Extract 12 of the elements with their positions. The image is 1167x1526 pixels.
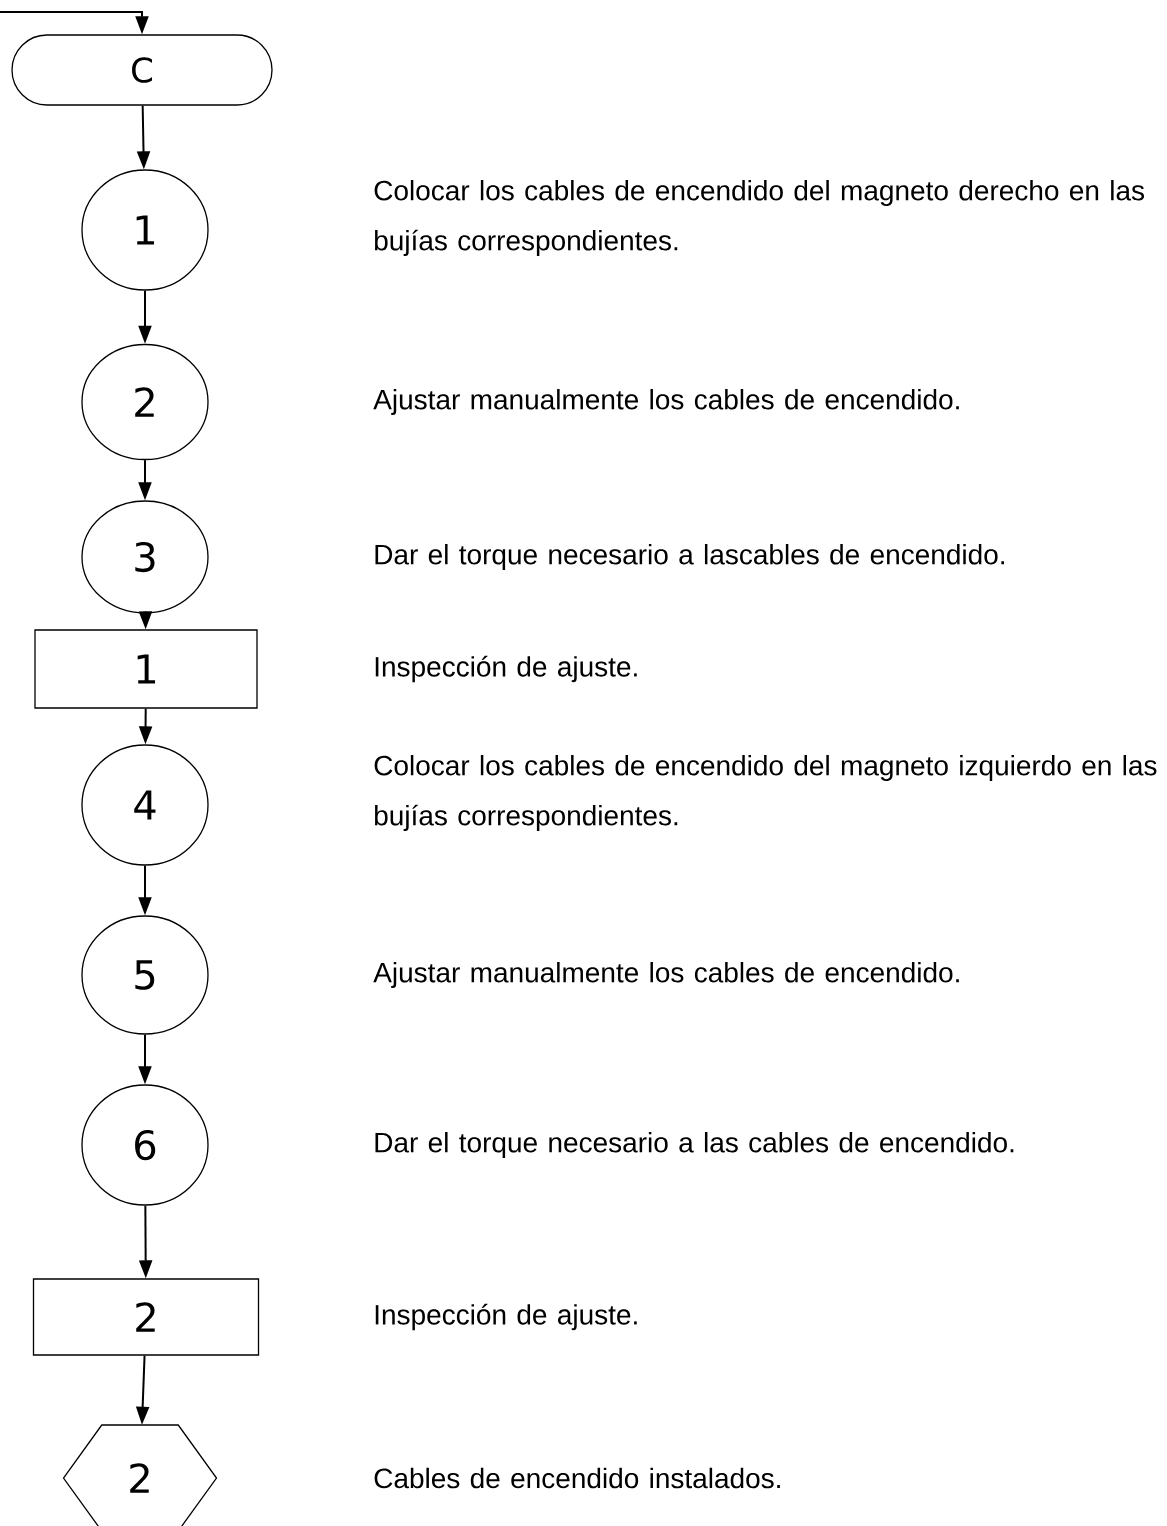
step-description: Colocar los cables de encendido del magneto derecho en las bujías correspondientes.: [374, 179, 1144, 257]
step-description: Dar el torque necesario a las cables de encendido.: [375, 1131, 1014, 1159]
inspection-box: 1: [34, 629, 258, 709]
step-description: Colocar los cables de encendido del magneto izquierdo en las bujías correspondientes.: [374, 754, 1157, 832]
step-description: Ajustar manualmente los cables de encendido.: [373, 961, 959, 989]
step-description: Inspección de ajuste.: [375, 1303, 637, 1331]
inspection-box: 2: [32, 1278, 260, 1356]
step-description: Ajustar manualmente los cables de encendido.: [373, 388, 959, 416]
step-description: Dar el torque necesario a lascables de encendido.: [375, 543, 1004, 571]
step-description: Inspección de ajuste.: [375, 655, 637, 683]
step-description: Cables de encendido instalados.: [374, 1467, 780, 1489]
storage-hexagon: 2: [62, 1424, 218, 1526]
